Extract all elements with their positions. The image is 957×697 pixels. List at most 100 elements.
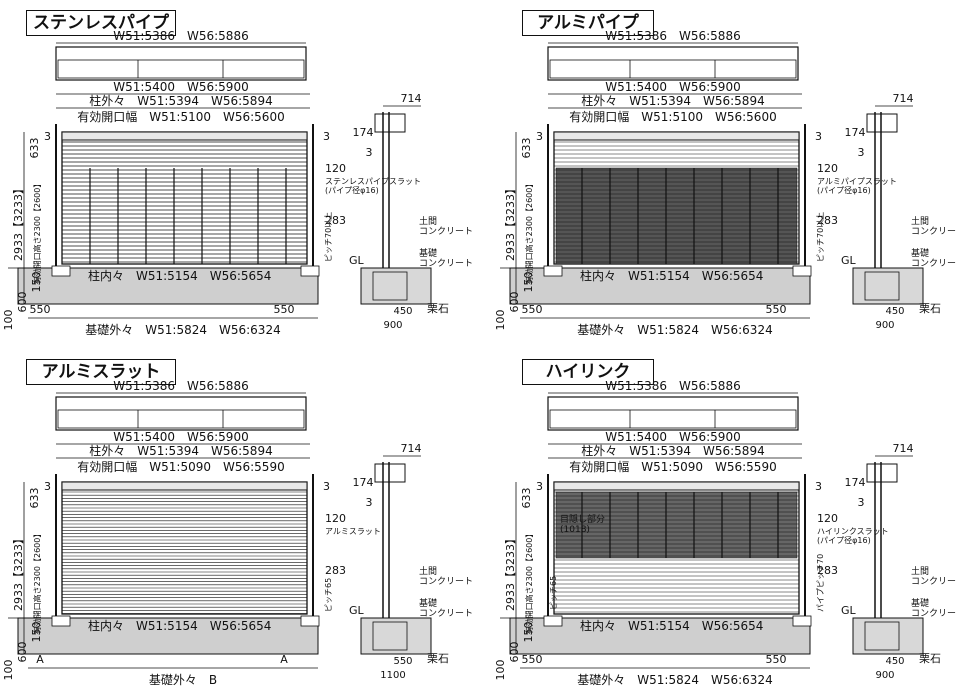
roof-plan-inner (57, 59, 305, 79)
pitch-label: パイプピッチ70 (816, 554, 825, 612)
bottom-left-dim: 550 (522, 303, 543, 316)
gl-label: GL (349, 254, 365, 267)
dim-150: 150 (30, 622, 43, 643)
gl-label: GL (841, 254, 857, 267)
infill-label: アルミパイプスラット(パイプ径φ16) (817, 177, 897, 195)
pitch-label: ピッチ70以上 (816, 212, 825, 262)
post-outer-label: 柱外々 W51:5394 W56:5894 (89, 93, 272, 108)
side-base (864, 621, 900, 651)
pitch-label: ピッチ65 (324, 578, 333, 612)
base-right (792, 265, 812, 277)
post-outer-label: 柱外々 W51:5394 W56:5894 (581, 443, 764, 458)
post-inner-label: 柱内々 W51:5154 W56:5654 (88, 268, 271, 283)
slab-label: 土間コンクリート (911, 215, 957, 237)
overall-width-label: W51:5400 W56:5900 (605, 80, 740, 94)
roof-width-label: W51:5386 W56:5886 (113, 29, 248, 43)
dim-100: 100 (2, 310, 15, 331)
dim-120: 120 (325, 162, 346, 175)
roof-width-label: W51:5386 W56:5886 (113, 379, 248, 393)
opening-width-label: 有効開口幅 W51:5100 W56:5600 (77, 109, 284, 124)
roof-plan-inner (549, 59, 797, 79)
side-dim-714: 714 (401, 92, 422, 105)
dim-600: 600 (508, 642, 521, 663)
height-total-label: 2933【3233】 (12, 183, 25, 261)
opening-width-label: 有効開口幅 W51:5090 W56:5590 (569, 459, 776, 474)
base-outer-label: 基礎外々 W51:5824 W56:6324 (577, 323, 772, 337)
roof-plan (547, 396, 799, 431)
dim-3-right: 3 (815, 480, 822, 493)
dim-283: 283 (325, 214, 346, 227)
side-dim-width: 900 (875, 320, 894, 331)
dim-3-right: 3 (323, 130, 330, 143)
foundation-label: 基礎コンクリート (419, 597, 473, 619)
base-right (792, 615, 812, 627)
dim-633: 633 (520, 138, 533, 159)
dim-150: 150 (522, 272, 535, 293)
side-dim-3: 3 (858, 146, 865, 159)
side-dim-174: 174 (845, 476, 866, 489)
bottom-left-dim: 550 (522, 653, 543, 666)
dim-120: 120 (817, 162, 838, 175)
side-base (864, 271, 900, 301)
post-inner-label: 柱内々 W51:5154 W56:5654 (580, 268, 763, 283)
side-dim-714: 714 (893, 92, 914, 105)
side-dim-width: 900 (383, 320, 402, 331)
slab-label: 土間コンクリート (419, 565, 473, 587)
side-dim-base: 550 (393, 656, 412, 667)
overall-width-label: W51:5400 W56:5900 (113, 430, 248, 444)
pitch-label: ピッチ70以上 (324, 212, 333, 262)
base-outer-label: 基礎外々 W51:5824 W56:6324 (85, 323, 280, 337)
gravel-label: 栗石 (427, 652, 449, 665)
side-dim-174: 174 (353, 476, 374, 489)
foundation-area (17, 617, 319, 655)
side-dim-3: 3 (366, 496, 373, 509)
panel-title-hilink: ハイリンク (522, 359, 654, 385)
side-shutter-box (866, 463, 898, 483)
bottom-right-dim: 550 (766, 653, 787, 666)
side-foundation (360, 617, 432, 655)
roof-width-label: W51:5386 W56:5886 (605, 29, 740, 43)
opening-height-label: 有効開口高さ2300【2600】 (524, 530, 534, 635)
overall-width-label: W51:5400 W56:5900 (113, 80, 248, 94)
bottom-left-dim: A (36, 653, 44, 666)
post-outer-label: 柱外々 W51:5394 W56:5894 (89, 443, 272, 458)
dim-600: 600 (508, 292, 521, 313)
dim-150: 150 (522, 622, 535, 643)
blind-section-label: 目隠し部分(1018) (560, 513, 605, 535)
panel-title-stainless: ステンレスパイプ (26, 10, 176, 36)
base-outer-label: 基礎外々 B (149, 673, 217, 687)
post-inner-label: 柱内々 W51:5154 W56:5654 (580, 618, 763, 633)
side-dim-3: 3 (366, 146, 373, 159)
infill-fill (555, 167, 798, 265)
panel-title-alumi-slat: アルミスラット (26, 359, 176, 385)
dim-283: 283 (817, 564, 838, 577)
overall-width-label: W51:5400 W56:5900 (605, 430, 740, 444)
dim-3-left: 3 (44, 130, 51, 143)
side-base (372, 271, 408, 301)
dim-600: 600 (16, 292, 29, 313)
dim-3-right: 3 (815, 130, 822, 143)
shutter-box (61, 131, 308, 141)
side-dim-width: 1100 (380, 670, 405, 681)
side-foundation (360, 267, 432, 305)
roof-width-label: W51:5386 W56:5886 (605, 379, 740, 393)
bottom-right-dim: 550 (274, 303, 295, 316)
infill-label: ステンレスパイプスラット(パイプ径φ16) (325, 177, 421, 195)
roof-plan (547, 46, 799, 81)
roof-plan-inner (549, 409, 797, 429)
side-dim-714: 714 (893, 442, 914, 455)
side-dim-base: 450 (393, 306, 412, 317)
side-dim-174: 174 (845, 126, 866, 139)
side-dim-base: 450 (885, 306, 904, 317)
dim-100: 100 (494, 660, 507, 681)
panel-title-alumi-pipe: アルミパイプ (522, 10, 654, 36)
blind-pitch-label: ピッチ65 (549, 576, 558, 610)
bottom-right-dim: 550 (766, 303, 787, 316)
infill-fill (555, 491, 798, 559)
base-outer-label: 基礎外々 W51:5824 W56:6324 (577, 673, 772, 687)
foundation-label: 基礎コンクリート (911, 597, 957, 619)
side-shutter-box (866, 113, 898, 133)
side-shutter-box (374, 463, 406, 483)
